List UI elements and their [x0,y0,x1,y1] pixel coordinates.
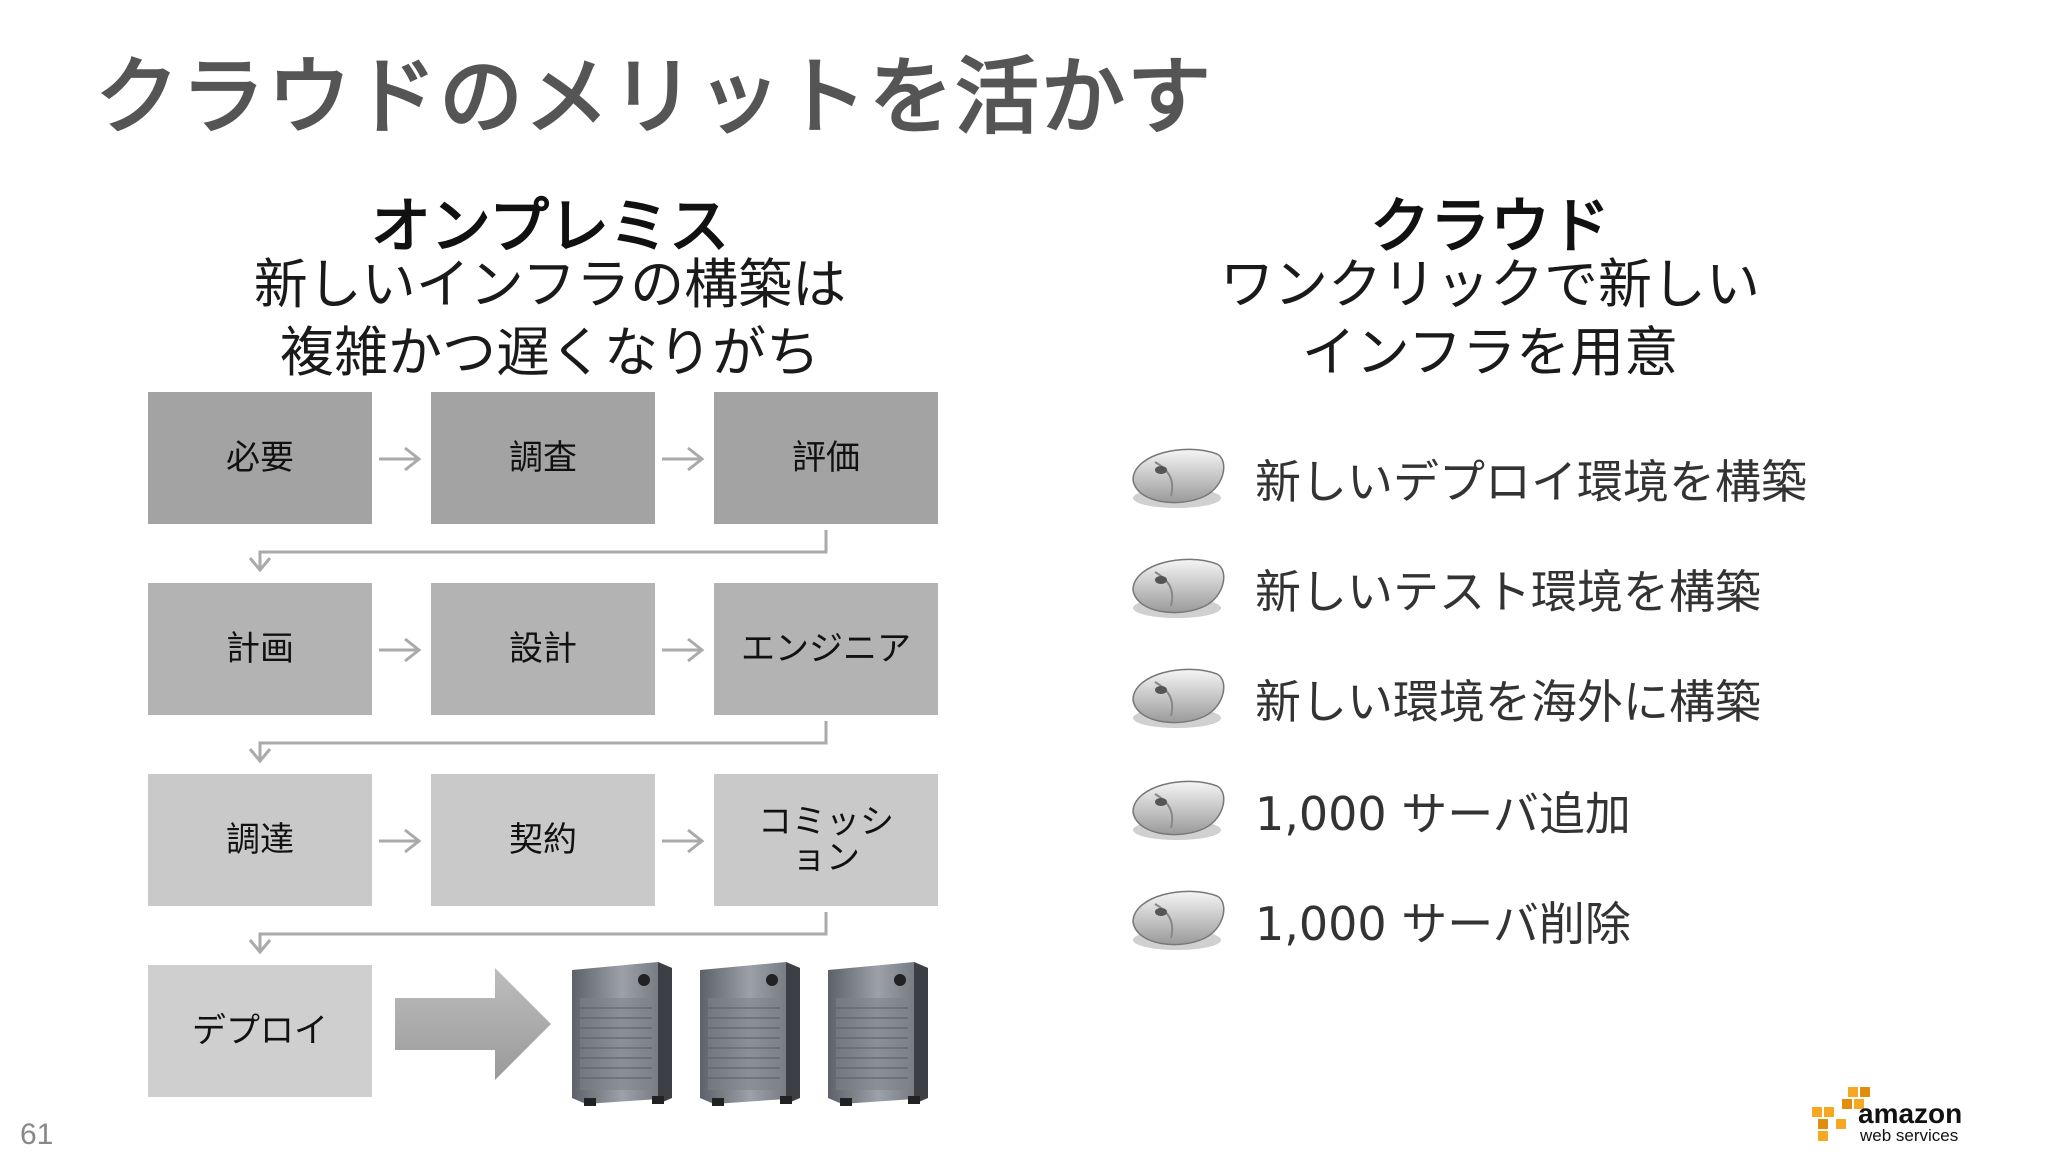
arrow-right-icon [662,828,705,854]
benefit-item: 1,000 サーバ追加 [1125,772,1925,852]
benefit-text: 1,000 サーバ削除 [1255,897,1631,951]
step-engineer: エンジニア [714,583,938,715]
computer-mouse-icon [1125,550,1229,622]
benefit-item: 新しい環境を海外に構築 [1125,660,1925,740]
step-design: 設計 [431,583,655,715]
server-tower-icon [822,958,934,1106]
computer-mouse-icon [1125,660,1229,732]
aws-logo-name: amazon [1858,1098,1962,1129]
row-connector-line [248,721,828,764]
benefit-text: 新しいテスト環境を構築 [1255,565,1761,619]
slide-title: クラウドのメリットを活かす [95,48,1214,146]
step-plan: 計画 [148,583,372,715]
benefit-item: 1,000 サーバ削除 [1125,882,1925,962]
step-procure: 調達 [148,774,372,906]
server-tower-icon [694,958,806,1106]
benefit-item: 新しいテスト環境を構築 [1125,550,1925,630]
server-tower-icon [566,958,678,1106]
cloud-heading: クラウド [1370,192,1610,262]
aws-logo: amazon web services [1812,1087,1962,1145]
aws-cubes-icon [1812,1087,1870,1141]
step-research: 調査 [431,392,655,524]
step-need: 必要 [148,392,372,524]
computer-mouse-icon [1125,882,1229,954]
step-deploy: デプロイ [148,965,372,1097]
cloud-subtitle-line2: インフラを用意 [1301,321,1679,384]
row-connector-line [248,912,828,955]
benefit-item: 新しいデプロイ環境を構築 [1125,440,1925,520]
arrow-right-icon [379,637,422,663]
benefit-text: 1,000 サーバ追加 [1255,787,1631,841]
arrow-right-icon [662,637,705,663]
onpremise-subtitle-line2: 複雑かつ遅くなりがち [280,321,820,384]
page-number: 61 [20,1118,54,1151]
onpremise-subtitle-line1: 新しいインフラの構築は [253,253,847,316]
computer-mouse-icon [1125,772,1229,844]
benefit-text: 新しいデプロイ環境を構築 [1255,455,1807,509]
benefit-text: 新しい環境を海外に構築 [1255,675,1761,729]
step-commission: コミッション [714,774,938,906]
step-evaluate: 評価 [714,392,938,524]
step-contract: 契約 [431,774,655,906]
onpremise-heading: オンプレミス [370,192,730,262]
arrow-right-icon [379,828,422,854]
arrow-right-icon [379,446,422,472]
big-arrow-right-icon [395,968,551,1080]
computer-mouse-icon [1125,440,1229,512]
aws-logo-tagline: web services [1859,1126,1958,1145]
row-connector-line [248,530,828,573]
arrow-right-icon [662,446,705,472]
cloud-subtitle-line1: ワンクリックで新しい [1220,253,1760,316]
